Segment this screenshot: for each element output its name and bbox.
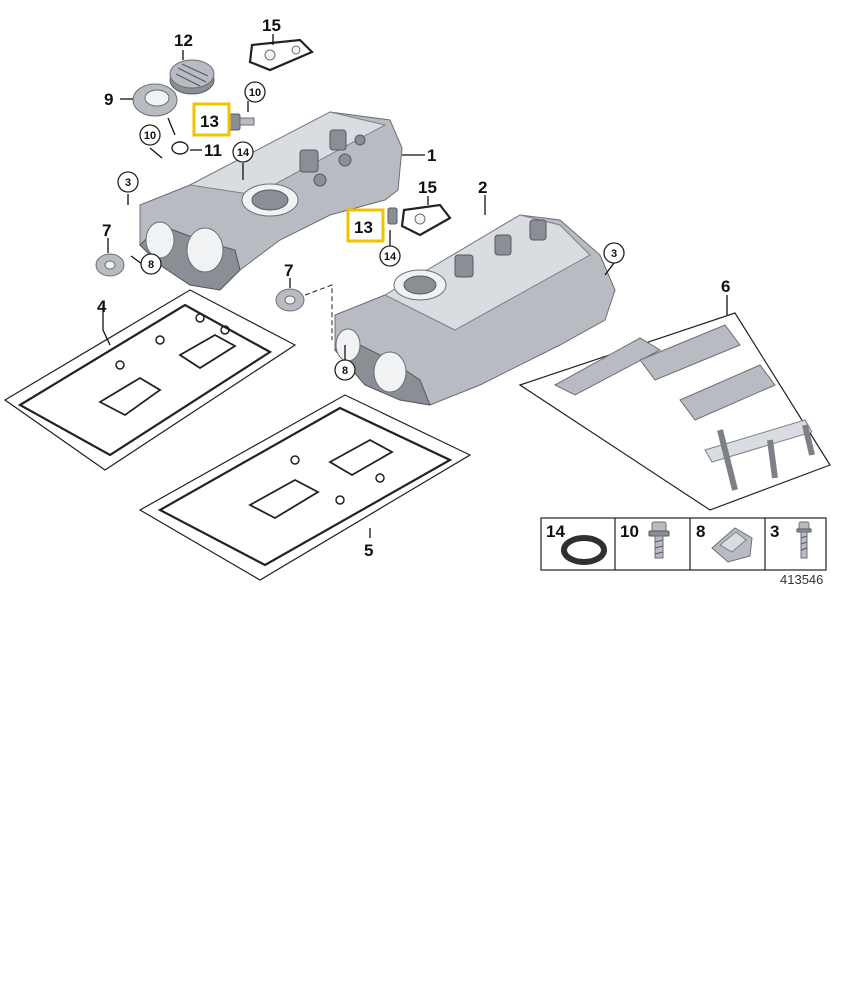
diagram-id: 413546 — [780, 572, 823, 587]
callout-15-right: 15 — [418, 178, 437, 197]
callout-2: 2 — [478, 178, 487, 197]
gasket-top-left — [248, 38, 314, 72]
callout-6: 6 — [721, 277, 730, 296]
bracket-7-left — [95, 253, 125, 277]
crankcase-vent-panel — [518, 312, 831, 511]
oil-filler-cap — [169, 59, 215, 95]
bracket-7-right — [275, 288, 305, 312]
screw-icon — [796, 521, 812, 559]
callout-7-right: 7 — [284, 261, 293, 280]
valve-cover-right — [334, 214, 616, 406]
gasket-4-panel — [3, 289, 297, 471]
o-ring-left — [171, 141, 189, 155]
callout-15-left: 15 — [262, 16, 281, 35]
sensor-left — [227, 113, 255, 131]
legend-number-10: 10 — [620, 522, 639, 541]
callout-13-left: 13 — [200, 112, 219, 131]
callout-11: 11 — [204, 141, 222, 160]
o-ring-icon — [561, 535, 607, 565]
callout-14-right: 14 — [384, 251, 397, 263]
oil-filler-neck — [132, 83, 178, 117]
callout-8-right: 8 — [342, 365, 348, 377]
callout-4: 4 — [97, 297, 107, 316]
gasket-top-right — [400, 203, 452, 237]
callout-9: 9 — [104, 90, 113, 109]
callout-5: 5 — [364, 541, 373, 560]
legend-number-14: 14 — [546, 522, 565, 541]
callout-3-left: 3 — [125, 177, 131, 189]
sensor-right — [387, 207, 398, 225]
legend-number-8: 8 — [696, 522, 705, 541]
bolt-icon — [648, 521, 670, 559]
callout-12: 12 — [174, 31, 193, 50]
legend-number-3: 3 — [770, 522, 779, 541]
gasket-5-panel — [138, 394, 472, 581]
highlight-13-right — [346, 208, 385, 243]
callout-7-left: 7 — [102, 221, 111, 240]
callout-1: 1 — [427, 146, 436, 165]
callout-14-left: 14 — [237, 147, 250, 159]
callout-10-top: 10 — [249, 87, 261, 99]
callout-13-right: 13 — [354, 218, 373, 237]
callout-8-left: 8 — [148, 259, 154, 271]
callout-10-left: 10 — [144, 130, 156, 142]
callout-3-right: 3 — [611, 248, 617, 260]
valve-cover-left — [139, 111, 403, 291]
clip-icon — [711, 527, 753, 563]
highlight-13-left — [192, 102, 231, 137]
legend-table: 14 10 8 3 — [540, 517, 827, 571]
